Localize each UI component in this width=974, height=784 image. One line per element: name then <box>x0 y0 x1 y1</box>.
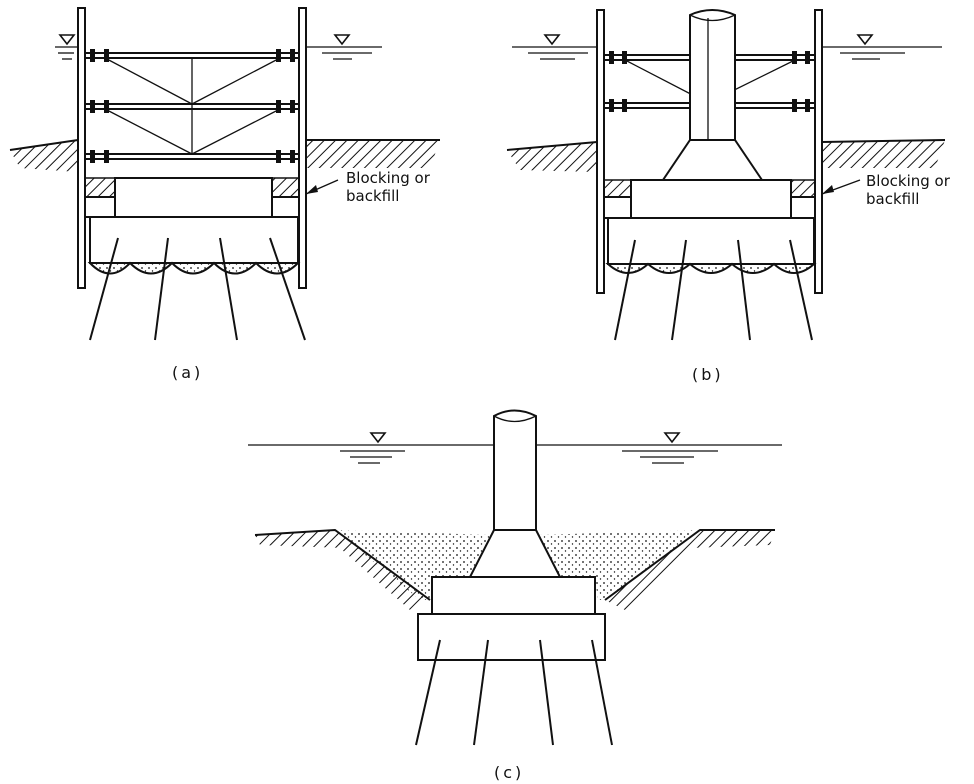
water-level-triangle-icon <box>370 432 386 443</box>
pile-cap-c <box>417 613 606 661</box>
caisson-upper-block-a <box>114 177 273 218</box>
backfill-right-c <box>538 530 700 600</box>
pier-column-c <box>468 409 562 578</box>
tremie-seal-a <box>87 261 301 275</box>
ground-b <box>506 139 946 172</box>
panel-a: Blocking or backfill (a) <box>9 7 440 382</box>
tremie-seal-b <box>605 262 817 274</box>
pile-cap-a <box>89 216 299 264</box>
caption-a: (a) <box>172 363 203 382</box>
panel-b: Blocking or backfill (b) <box>506 9 951 384</box>
caption-b: (b) <box>692 365 724 384</box>
water-level-triangle-icon <box>664 432 680 443</box>
sheet-piles-b <box>596 9 823 294</box>
callout-label-b-line2: backfill <box>866 190 919 208</box>
ground-a <box>9 139 440 172</box>
callout-label-a-line1: Blocking or <box>346 169 431 187</box>
pile-cap-b <box>607 217 815 265</box>
caisson-upper-block-c <box>431 576 596 615</box>
bracing-a <box>85 49 299 163</box>
backfill-left-c <box>335 530 490 600</box>
water-surface-a <box>55 34 382 60</box>
caption-c: (c) <box>494 763 524 782</box>
pier-column-b <box>661 9 764 181</box>
water-level-triangle-icon <box>544 34 560 45</box>
caisson-upper-block-b <box>630 179 792 219</box>
panel-c: (c) <box>248 409 782 782</box>
water-level-triangle-icon <box>857 34 873 45</box>
water-surface-b <box>512 34 942 60</box>
callout-label-b-line1: Blocking or <box>866 172 951 190</box>
water-level-triangle-icon <box>334 34 350 45</box>
water-surface-c <box>248 432 782 464</box>
sheet-piles-a <box>77 7 307 289</box>
piles-b <box>614 239 813 341</box>
water-level-triangle-icon <box>59 34 75 45</box>
callout-label-a-line2: backfill <box>346 187 399 205</box>
piles-c <box>415 639 613 746</box>
piles-a <box>89 237 306 341</box>
